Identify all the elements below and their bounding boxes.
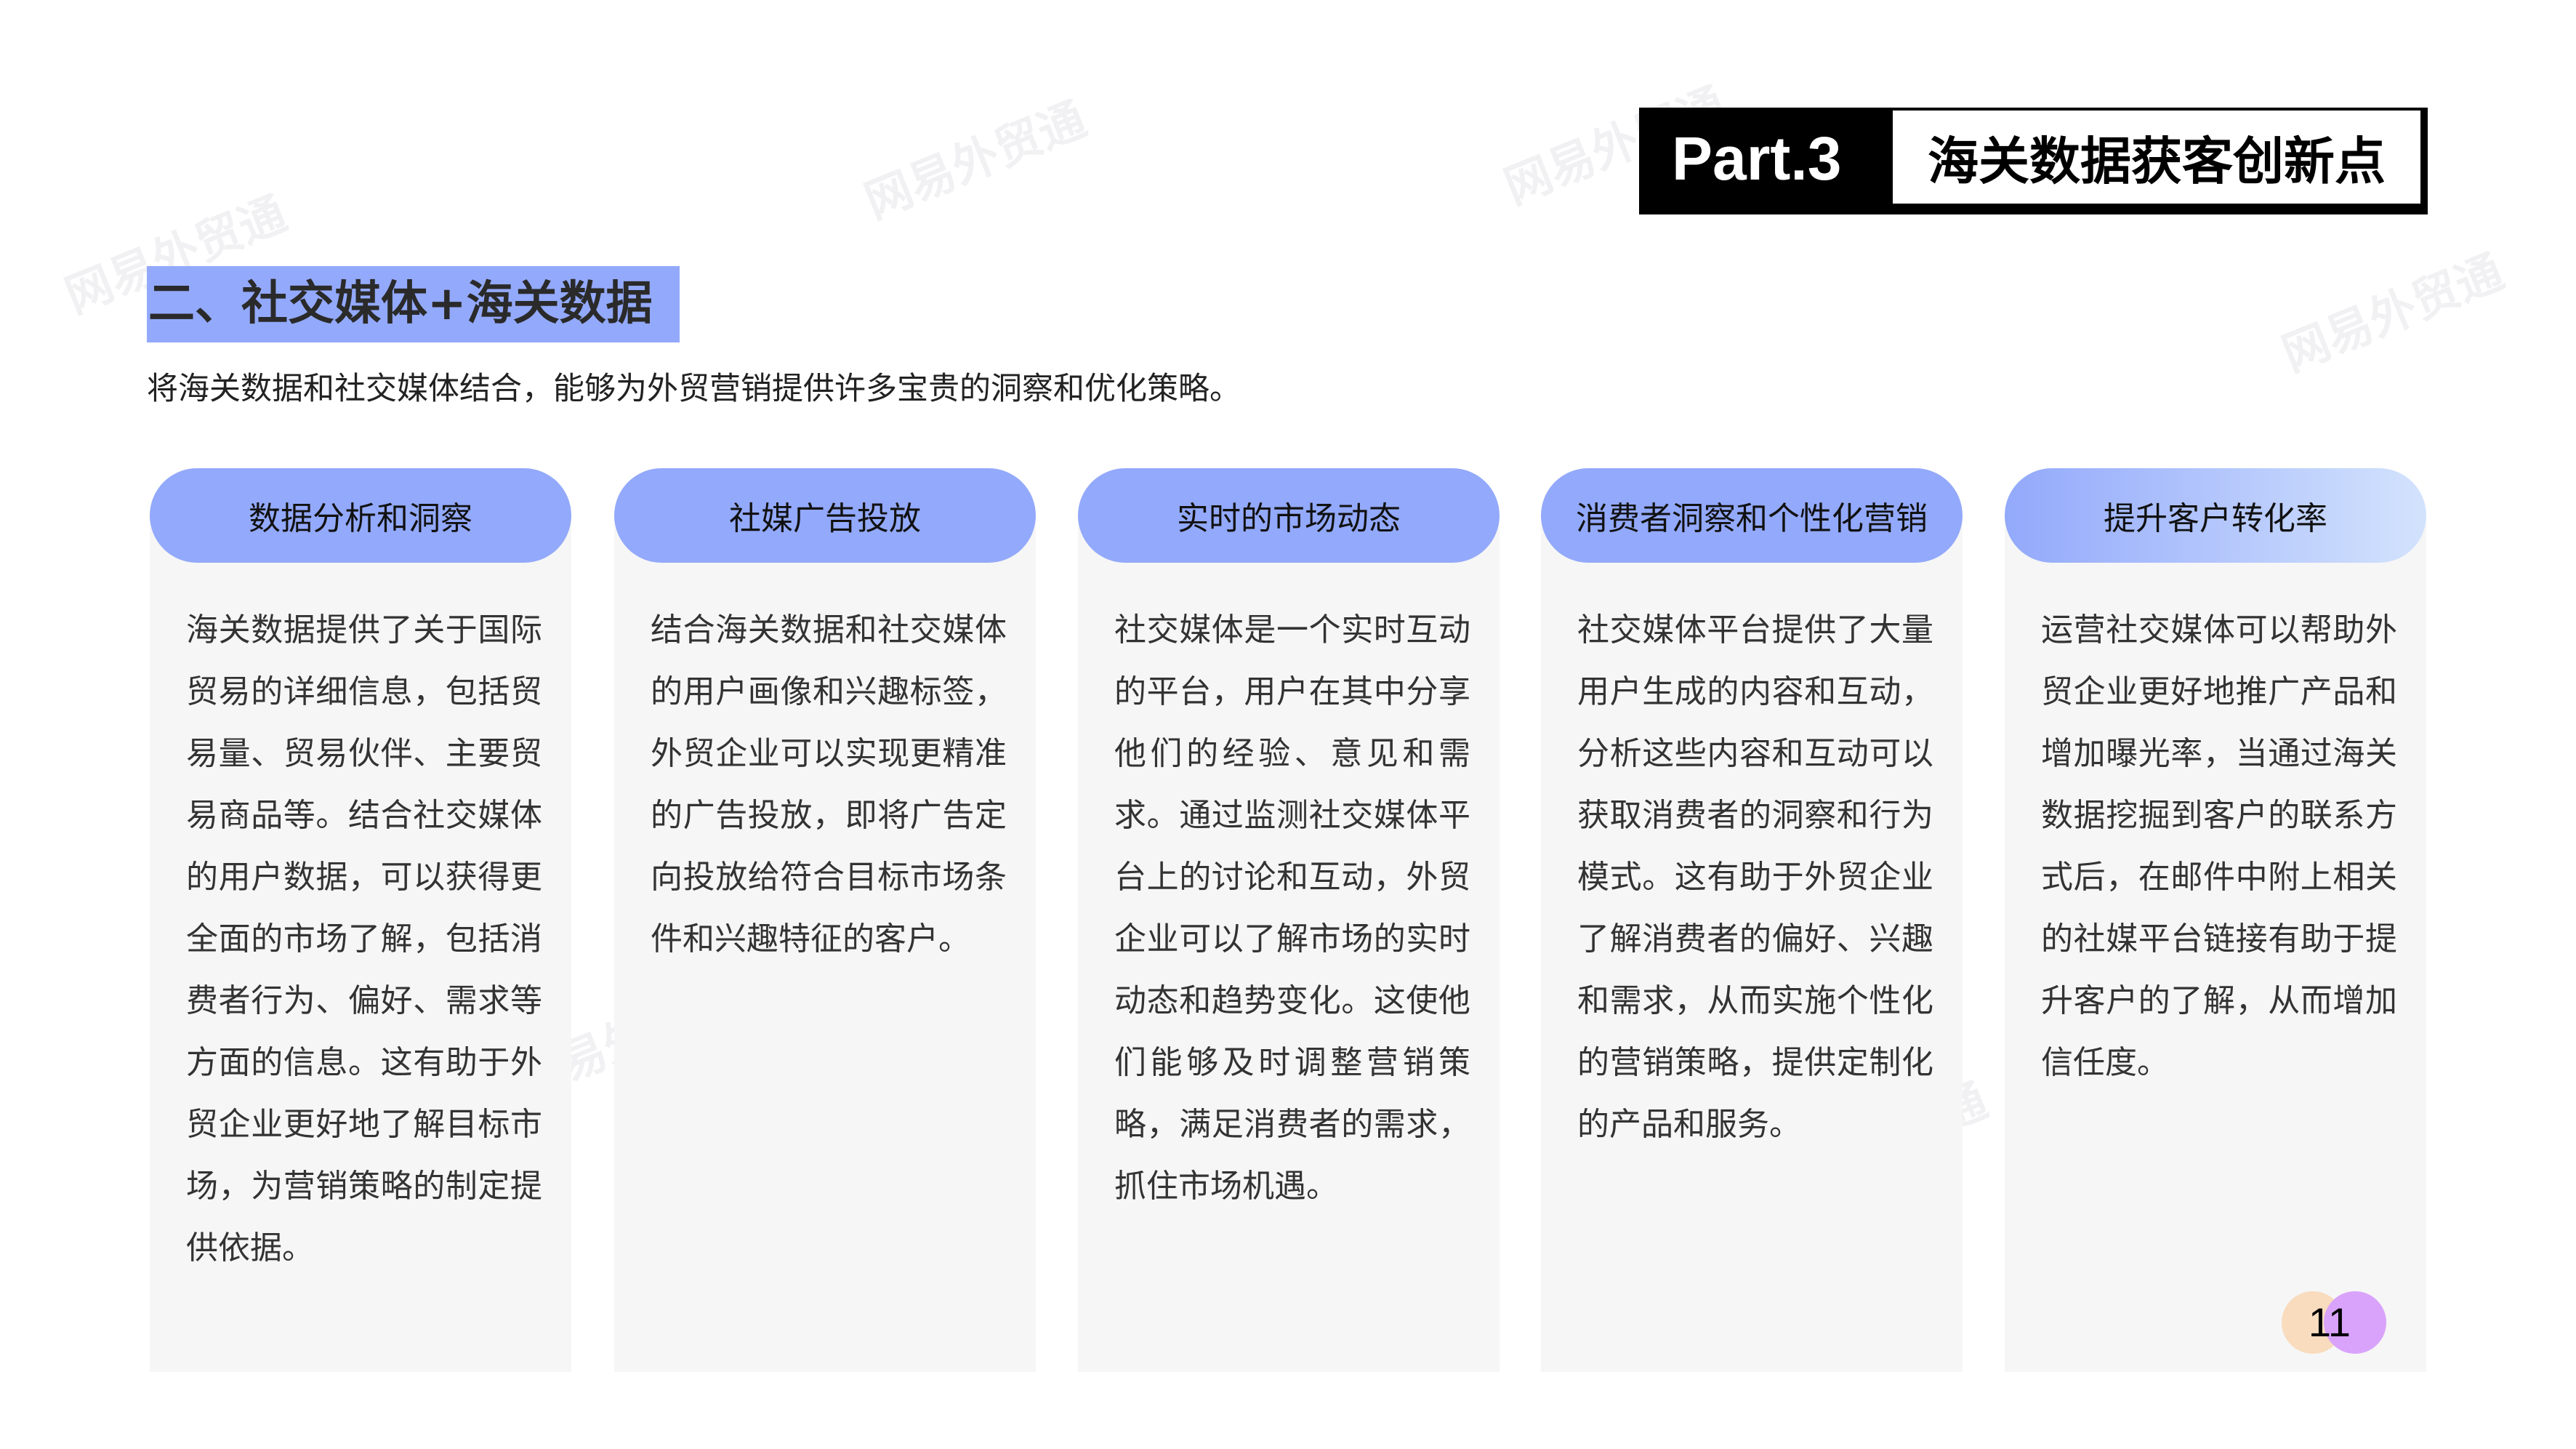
card-title: 数据分析和洞察 [150, 468, 571, 563]
part-title: 海关数据获客创新点 [1891, 109, 2422, 205]
card-body [150, 516, 571, 1372]
card-data-analysis: 数据分析和洞察 海关数据提供了关于国际贸易的详细信息，包括贸易量、贸易伙伴、主要… [150, 468, 571, 1372]
card-title: 提升客户转化率 [2005, 468, 2426, 563]
card-consumer-insight: 消费者洞察和个性化营销 社交媒体平台提供了大量用户生成的内容和互动，分析这些内容… [1541, 468, 1963, 1372]
card-text: 运营社交媒体可以帮助外贸企业更好地推广产品和增加曝光率，当通过海关数据挖掘到客户… [2041, 611, 2397, 1081]
section-title: 二、社交媒体+海关数据 [147, 266, 680, 342]
page-number: 11 [2308, 1299, 2351, 1345]
card-title: 社媒广告投放 [614, 468, 1036, 563]
part-label: Part.3 [1672, 124, 1842, 193]
card-body [1541, 516, 1963, 1372]
watermark: 网易外贸通 [858, 92, 1094, 230]
watermark: 网易外贸通 [2275, 245, 2511, 382]
page-circle-right [2324, 1291, 2386, 1354]
card-text: 海关数据提供了关于国际贸易的详细信息，包括贸易量、贸易伙伴、主要贸易商品等。结合… [186, 611, 542, 1267]
card-title: 消费者洞察和个性化营销 [1541, 468, 1963, 563]
card-text: 社交媒体是一个实时互动的平台，用户在其中分享他们的经验、意见和需求。通过监测社交… [1114, 611, 1470, 1205]
card-body [2005, 516, 2426, 1372]
card-text: 结合海关数据和社交媒体的用户画像和兴趣标签，外贸企业可以实现更精准的广告投放，即… [651, 611, 1007, 958]
card-body [1078, 516, 1500, 1372]
card-text: 社交媒体平台提供了大量用户生成的内容和互动，分析这些内容和互动可以获取消费者的洞… [1577, 611, 1933, 1143]
card-conversion: 提升客户转化率 运营社交媒体可以帮助外贸企业更好地推广产品和增加曝光率，当通过海… [2005, 468, 2426, 1372]
card-body [614, 516, 1036, 1372]
card-title: 实时的市场动态 [1078, 468, 1500, 563]
card-market-dynamics: 实时的市场动态 社交媒体是一个实时互动的平台，用户在其中分享他们的经验、意见和需… [1078, 468, 1500, 1372]
section-subtitle: 将海关数据和社交媒体结合，能够为外贸营销提供许多宝贵的洞察和优化策略。 [147, 371, 1241, 407]
card-social-ads: 社媒广告投放 结合海关数据和社交媒体的用户画像和兴趣标签，外贸企业可以实现更精准… [614, 468, 1036, 1372]
